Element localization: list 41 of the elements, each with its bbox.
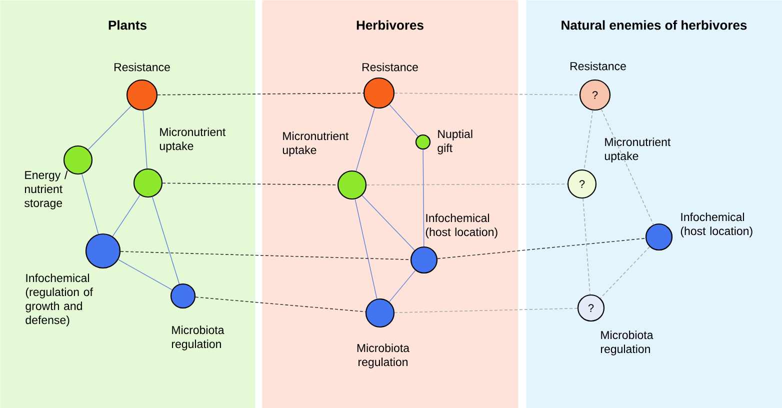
connector-line [362,195,415,251]
node-label: Micronutrient uptake [160,128,226,152]
node-label: Infochemical (regulation of growth and defense) [26,274,93,326]
connector-line [394,308,578,314]
connector-line [600,246,650,299]
connector-line [356,108,375,172]
node-label: Micronutrient uptake [604,138,671,162]
panel-title: Plants [108,20,146,30]
connector-line [584,110,594,170]
connector-line [388,270,416,302]
node-label: Micronutrient uptake [282,132,349,156]
panel-title: Natural enemies of herbivores [562,20,747,30]
connector-line [366,184,568,186]
connector-line [120,251,411,260]
node-label: Resistance [570,62,626,70]
connector-line [112,194,140,237]
connector-line [152,196,180,284]
connector-line [389,104,418,137]
connector-line [142,110,148,169]
connector-line [582,198,590,295]
connector-line [437,238,646,260]
connector-line [354,198,378,300]
node-label: Resistance [362,62,418,72]
node-label: Infochemical (host location) [426,214,498,238]
node-label: Microbiota regulation [357,344,410,368]
connector-line [394,92,580,96]
connector-line [162,182,338,186]
connector-line [601,108,654,226]
node-label: Resistance [114,62,170,72]
connector-line [422,149,424,247]
connector-line [82,174,99,234]
panel-title: Herbivores [356,20,424,30]
connector-line [118,259,172,290]
connector-line [88,106,132,150]
connector-line [157,92,364,96]
node-label: Microbiota regulation [600,330,654,356]
node-label: Infochemical (host location) [680,212,752,238]
node-label: Nuptial gift [438,130,472,154]
node-label: Microbiota regulation [172,326,224,350]
node-label: Energy / nutrient storage [24,170,68,210]
connector-line [195,296,366,312]
